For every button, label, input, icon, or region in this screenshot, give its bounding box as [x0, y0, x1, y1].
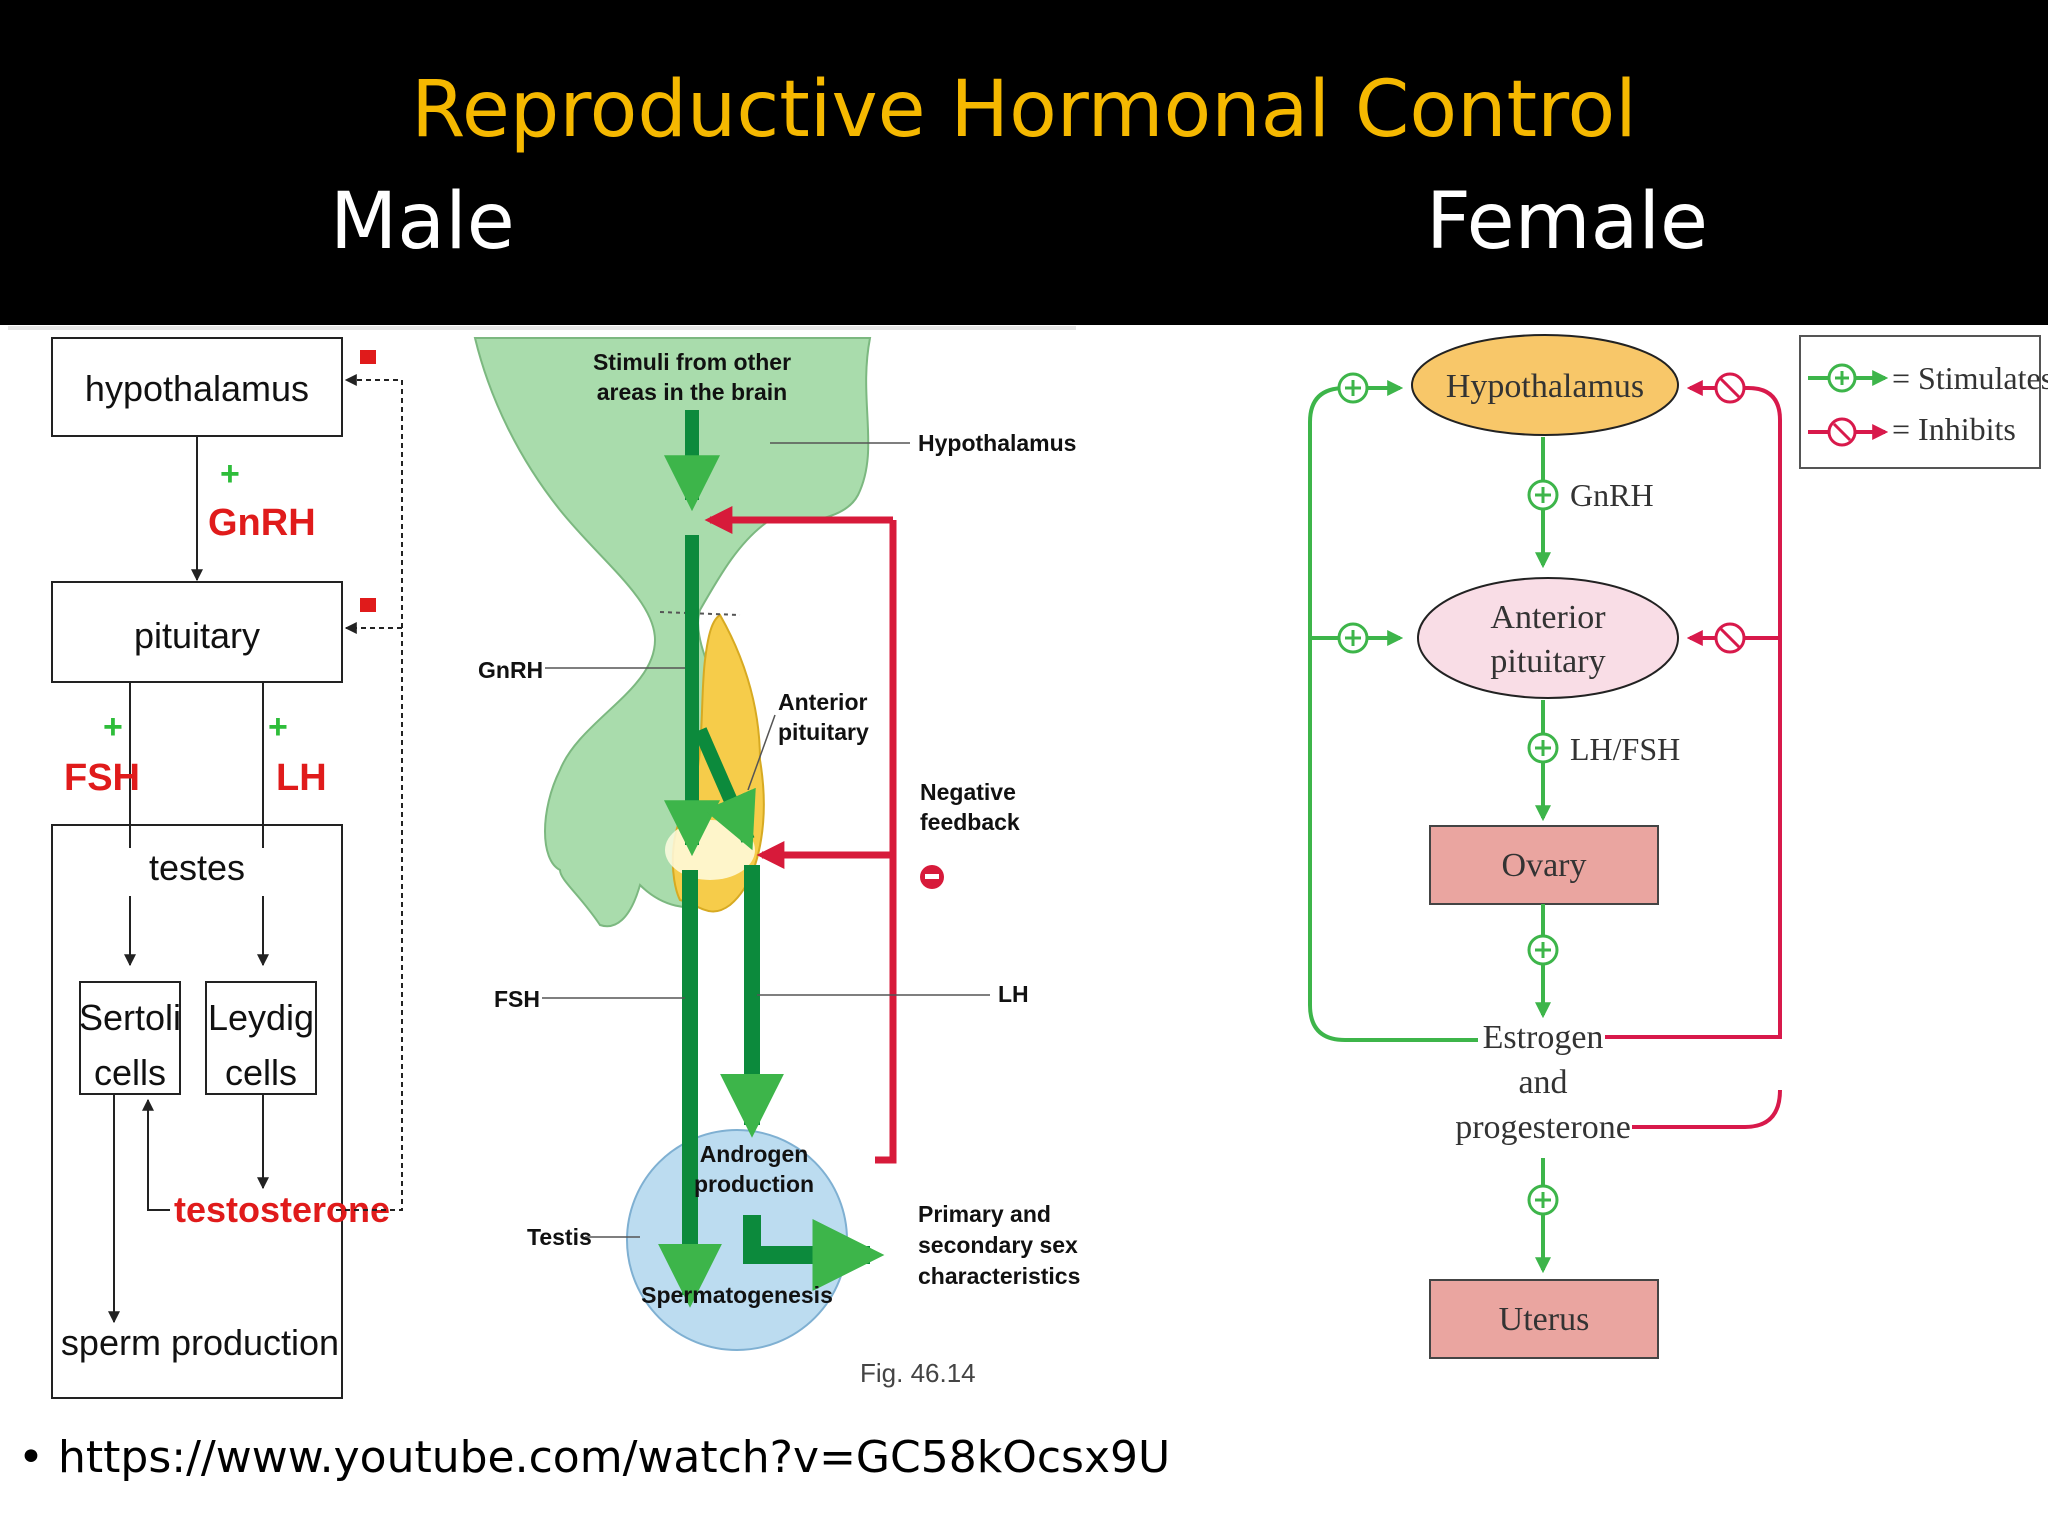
ovary-node-label: Ovary [1502, 847, 1587, 884]
gnrh-plus-sign: + [220, 455, 240, 493]
stimuli-label-line2: areas in the brain [597, 379, 787, 405]
uterus-stimulate-plus [1535, 1192, 1551, 1208]
fsh-plus-sign: + [103, 708, 123, 746]
reference-link[interactable]: https://www.youtube.com/watch?v=GC58kOcs… [58, 1432, 1171, 1483]
male-heading: Male [330, 177, 515, 267]
anterior-pituitary-node-line2: pituitary [1490, 643, 1605, 680]
ovary-node [1429, 825, 1659, 905]
hypothalamus-box [51, 337, 343, 437]
hypothalamus-node [1411, 334, 1679, 436]
gnrh-illustration-label: GnRH [478, 657, 543, 683]
anterior-pituitary-label-line2: pituitary [778, 719, 869, 745]
gnrh-to-pituitary-arrow [693, 727, 756, 851]
testes-box [51, 824, 343, 1399]
hypothalamus-border-dashed [659, 611, 741, 616]
red-loop-to-hypothalamus [1605, 380, 1782, 1039]
spermatogenesis-label: Spermatogenesis [641, 1282, 833, 1308]
male-illustration: Stimuli from other areas in the brain Hy… [473, 337, 1080, 1388]
legend-inhibit-slash [1832, 422, 1852, 442]
hypothalamus-illustration-label: Hypothalamus [918, 430, 1076, 456]
female-heading: Female [1426, 177, 1709, 267]
stimuli-label-line1: Stimuli from other [593, 349, 791, 375]
negative-feedback-label-line1: Negative [920, 779, 1016, 805]
reference-bullet: • https://www.youtube.com/watch?v=GC58kOc… [18, 1426, 1170, 1490]
testis-label: Testis [527, 1224, 592, 1250]
legend-inhibits-label: = Inhibits [1892, 411, 2016, 447]
legend-box [1799, 335, 2041, 469]
pituitary-label: pituitary [134, 615, 260, 656]
stimulate-plus-pituitary [1345, 630, 1361, 646]
testosterone-to-sertoli-arrow [142, 1098, 170, 1211]
legend-stimulate-plus [1835, 371, 1849, 385]
hypothalamus-label: hypothalamus [85, 368, 309, 409]
sex-characteristics-label-line2: secondary sex [918, 1232, 1078, 1258]
testes-label-bg [108, 848, 286, 896]
slide-title: Reproductive Hormonal Control [411, 65, 1637, 155]
red-loop-from-progesterone [1632, 1089, 1782, 1129]
sex-characteristics-label-line1: Primary and [918, 1201, 1051, 1227]
uterus-node [1429, 1279, 1659, 1359]
estrogen-label-line1: Estrogen [1483, 1019, 1604, 1056]
gnrh-female-label: GnRH [1570, 477, 1654, 513]
leydig-label-line2: cells [225, 1052, 297, 1093]
ovary-stimulate-plus [1535, 942, 1551, 958]
stimulate-plus-hypothalamus [1345, 380, 1361, 396]
slide-header: Reproductive Hormonal Control Male Femal… [0, 0, 2048, 325]
inhibit-marker-pituitary [360, 598, 376, 612]
male-flowchart: hypothalamus + GnRH pituitary + + FSH LH… [51, 337, 403, 1399]
inhibit-slash-pituitary [1719, 627, 1741, 649]
legend-stimulates-label: = Stimulates [1892, 360, 2048, 396]
androgen-output-arrow [743, 1215, 885, 1291]
estrogen-label-line2: and [1518, 1064, 1567, 1101]
feedback-to-hypothalamus-dashed [336, 374, 403, 1211]
lh-illustration-label: LH [998, 981, 1029, 1007]
inhibit-slash-hypothalamus [1719, 377, 1741, 399]
negative-feedback-label-line2: feedback [920, 809, 1020, 835]
sertoli-label-line2: cells [94, 1052, 166, 1093]
negative-feedback-minus [925, 874, 939, 879]
lh-label: LH [276, 757, 327, 799]
androgen-label-line2: production [694, 1171, 814, 1197]
sperm-production-label: sperm production [61, 1322, 339, 1363]
leydig-box [205, 981, 317, 1095]
anterior-pituitary-node-line1: Anterior [1490, 599, 1606, 636]
lhfsh-female-label: LH/FSH [1570, 731, 1680, 767]
gnrh-stimulate-plus [1535, 487, 1551, 503]
figure-top-border [8, 326, 1076, 330]
negative-feedback-line [875, 520, 897, 1164]
estrogen-label-line3: progesterone [1455, 1109, 1631, 1146]
uterus-node-label: Uterus [1499, 1301, 1590, 1338]
fsh-label: FSH [64, 757, 140, 799]
green-loop-to-hypothalamus [1308, 380, 1478, 1042]
anterior-pituitary-label-line1: Anterior [778, 689, 868, 715]
testes-label: testes [149, 847, 245, 888]
fsh-illustration-label: FSH [494, 986, 540, 1012]
androgen-label-line1: Androgen [700, 1141, 809, 1167]
sertoli-label-line1: Sertoli [79, 997, 181, 1038]
leydig-label-line1: Leydig [208, 997, 314, 1038]
lh-plus-sign: + [268, 708, 288, 746]
inhibit-marker-hypothalamus [360, 350, 376, 364]
pituitary-box [51, 581, 343, 683]
sertoli-box [79, 981, 181, 1095]
anterior-pituitary-node [1417, 577, 1679, 699]
gnrh-label: GnRH [208, 502, 316, 544]
sex-characteristics-label-line3: characteristics [918, 1263, 1080, 1289]
anterior-pituitary-leader-line [747, 714, 776, 791]
hypothalamus-node-label: Hypothalamus [1446, 368, 1644, 405]
female-diagram: Hypothalamus GnRH Anterior pituitary LH/… [1308, 334, 2048, 1359]
bullet-glyph: • [18, 1432, 44, 1483]
figure-number: Fig. 46.14 [860, 1358, 976, 1388]
lhfsh-stimulate-plus [1535, 740, 1551, 756]
